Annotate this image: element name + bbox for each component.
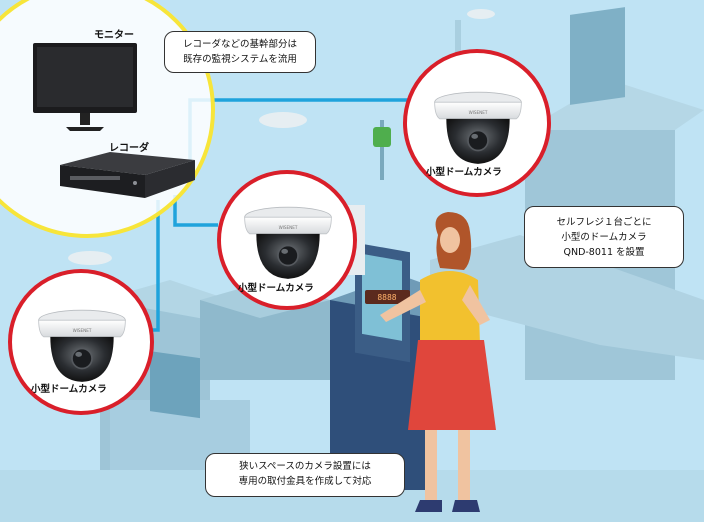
svg-text:8888: 8888 [377,293,396,302]
per-register-note-line-2: 小型のドームカメラ [561,232,647,243]
existing-system-note-line-2: 既存の監視システムを流用 [183,54,297,65]
per-register-note: セルフレジ１台ごとに 小型のドームカメラ QND-8011 を設置 [524,206,684,268]
mounting-note-line-2: 専用の取付金具を作成して対応 [238,476,372,487]
mounting-note-line-1: 狭いスペースのカメラ設置には [239,461,371,472]
existing-system-note-line-1: レコーダなどの基幹部分は [182,39,297,50]
camera-1-label: 小型ドームカメラ [426,167,502,178]
camera-3-label: 小型ドームカメラ [31,384,107,395]
recorder-label: レコーダ [109,143,149,154]
per-register-note-line-1: セルフレジ１台ごとに [556,217,652,228]
existing-system-note: レコーダなどの基幹部分は 既存の監視システムを流用 [164,31,316,73]
customer-figure [380,212,496,512]
monitor-icon [33,43,137,131]
recorder-icon [60,152,195,198]
per-register-note-line-3: QND-8011 を設置 [563,247,645,258]
mounting-note: 狭いスペースのカメラ設置には 専用の取付金具を作成して対応 [205,453,405,497]
monitor-label: モニター [94,30,134,41]
camera-2-label: 小型ドームカメラ [238,283,314,294]
